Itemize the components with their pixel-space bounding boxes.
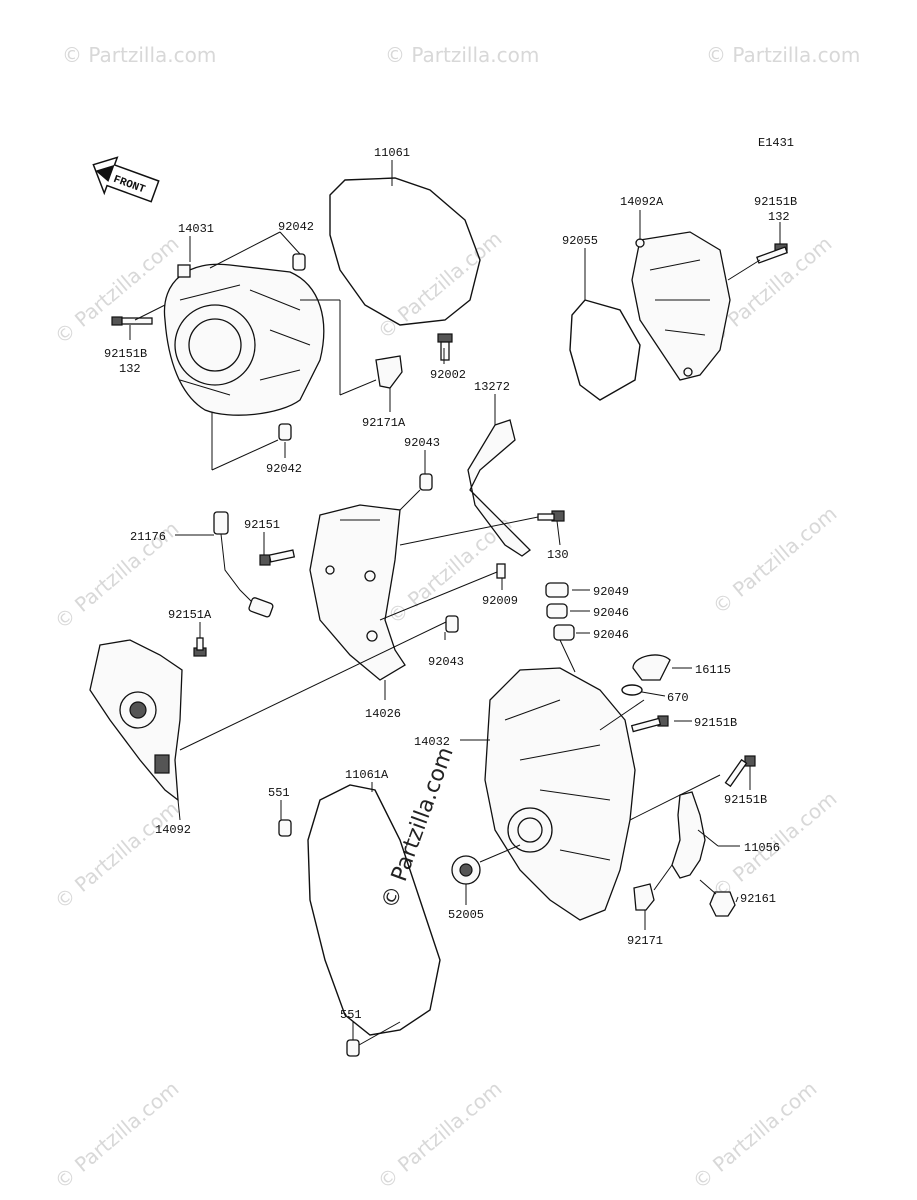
- dowel-551-b: [346, 1039, 360, 1057]
- part-label[interactable]: 92049: [593, 585, 629, 599]
- watermark: © Partzilla.com: [50, 1076, 184, 1194]
- clamp-92171: [633, 883, 655, 911]
- collar-92046-a: [546, 603, 568, 619]
- cover-14092a: [631, 231, 731, 381]
- watermark: © Partzilla.com: [688, 1076, 822, 1194]
- part-label[interactable]: 92046: [593, 606, 629, 620]
- part-label[interactable]: 92151B: [724, 793, 767, 807]
- gasket-11061a: [307, 784, 441, 1036]
- watermark: © Partzilla.com: [385, 43, 539, 67]
- part-label[interactable]: 130: [547, 548, 569, 562]
- part-label[interactable]: 670: [667, 691, 689, 705]
- cap-16115: [632, 654, 671, 681]
- part-label[interactable]: 551: [340, 1008, 362, 1022]
- part-label[interactable]: 11061: [374, 146, 410, 160]
- part-label[interactable]: 92046: [593, 628, 629, 642]
- part-label[interactable]: 92171A: [362, 416, 406, 430]
- watermark: © Partzilla.com: [50, 796, 184, 914]
- watermark: © Partzilla.com: [708, 501, 842, 619]
- stud-92009: [496, 563, 506, 579]
- part-label[interactable]: 92009: [482, 594, 518, 608]
- watermark-center: © Partzilla.com: [377, 744, 459, 912]
- part-label[interactable]: 13272: [474, 380, 510, 394]
- gasket-92055: [569, 299, 641, 401]
- dowel-92042-b: [278, 423, 292, 441]
- part-label[interactable]: 11061A: [345, 768, 389, 782]
- dowel-551-a: [278, 819, 292, 837]
- bracket-11056: [671, 791, 706, 879]
- seal-92049: [545, 582, 569, 598]
- cover-14026: [309, 504, 406, 681]
- part-label[interactable]: 92043: [428, 655, 464, 669]
- part-label[interactable]: 92055: [562, 234, 598, 248]
- dowel-92043-b: [445, 615, 459, 633]
- watermark: © Partzilla.com: [50, 231, 184, 349]
- bolt-130: [537, 510, 565, 522]
- part-label[interactable]: 92161: [740, 892, 776, 906]
- part-label[interactable]: 92151B: [754, 195, 797, 209]
- nut-92161: [709, 891, 736, 917]
- sensor-21176: [213, 511, 274, 618]
- bolt-92151: [259, 549, 296, 566]
- watermark: © Partzilla.com: [373, 1076, 507, 1194]
- part-label[interactable]: 14032: [414, 735, 450, 749]
- bolt-92151b-a: [111, 316, 153, 326]
- part-label[interactable]: 92002: [430, 368, 466, 382]
- bolt-92002: [437, 333, 453, 361]
- part-label[interactable]: 14026: [365, 707, 401, 721]
- part-label[interactable]: 92043: [404, 436, 440, 450]
- part-label[interactable]: 132: [768, 210, 790, 224]
- watermark: © Partzilla.com: [706, 43, 860, 67]
- part-label[interactable]: 14031: [178, 222, 214, 236]
- part-label[interactable]: 92151A: [168, 608, 212, 622]
- bolt-92151b-c: [630, 715, 669, 733]
- part-label[interactable]: 14092: [155, 823, 191, 837]
- part-label[interactable]: 92151B: [694, 716, 737, 730]
- cover-14092: [89, 639, 183, 802]
- bearing-52005: [451, 855, 481, 885]
- dowel-92042-a: [292, 253, 306, 271]
- part-label[interactable]: 52005: [448, 908, 484, 922]
- clutch-cover-14032: [484, 667, 636, 921]
- bracket-13272: [467, 419, 531, 557]
- part-label[interactable]: 92042: [266, 462, 302, 476]
- dowel-92043-a: [419, 473, 433, 491]
- bolt-92151b-d: [724, 755, 756, 788]
- watermark: © Partzilla.com: [62, 43, 216, 67]
- o-ring-670: [621, 684, 643, 696]
- part-label[interactable]: 11056: [744, 841, 780, 855]
- leader-lines: [129, 160, 781, 1046]
- part-label[interactable]: 551: [268, 786, 290, 800]
- bolt-92151b-b: [756, 243, 788, 264]
- stator-cover-14031: [163, 263, 325, 416]
- part-label[interactable]: 16115: [695, 663, 731, 677]
- part-label[interactable]: 132: [119, 362, 141, 376]
- clamp-92171a: [375, 355, 403, 389]
- diagram-code: E1431: [758, 136, 794, 150]
- part-label[interactable]: 92042: [278, 220, 314, 234]
- collar-92046-b: [553, 624, 575, 641]
- part-labels: E1431 11061 14031 92042 92151B 132 92002…: [104, 136, 797, 1022]
- part-label[interactable]: 14092A: [620, 195, 664, 209]
- watermark: © Partzilla.com: [373, 226, 507, 344]
- bolt-92151a: [193, 637, 207, 657]
- part-label[interactable]: 21176: [130, 530, 166, 544]
- part-label[interactable]: 92151B: [104, 347, 147, 361]
- part-label[interactable]: 92171: [627, 934, 663, 948]
- gasket-11061: [329, 177, 481, 326]
- front-arrow-icon: FRONT: [92, 156, 160, 203]
- part-label[interactable]: 92151: [244, 518, 280, 532]
